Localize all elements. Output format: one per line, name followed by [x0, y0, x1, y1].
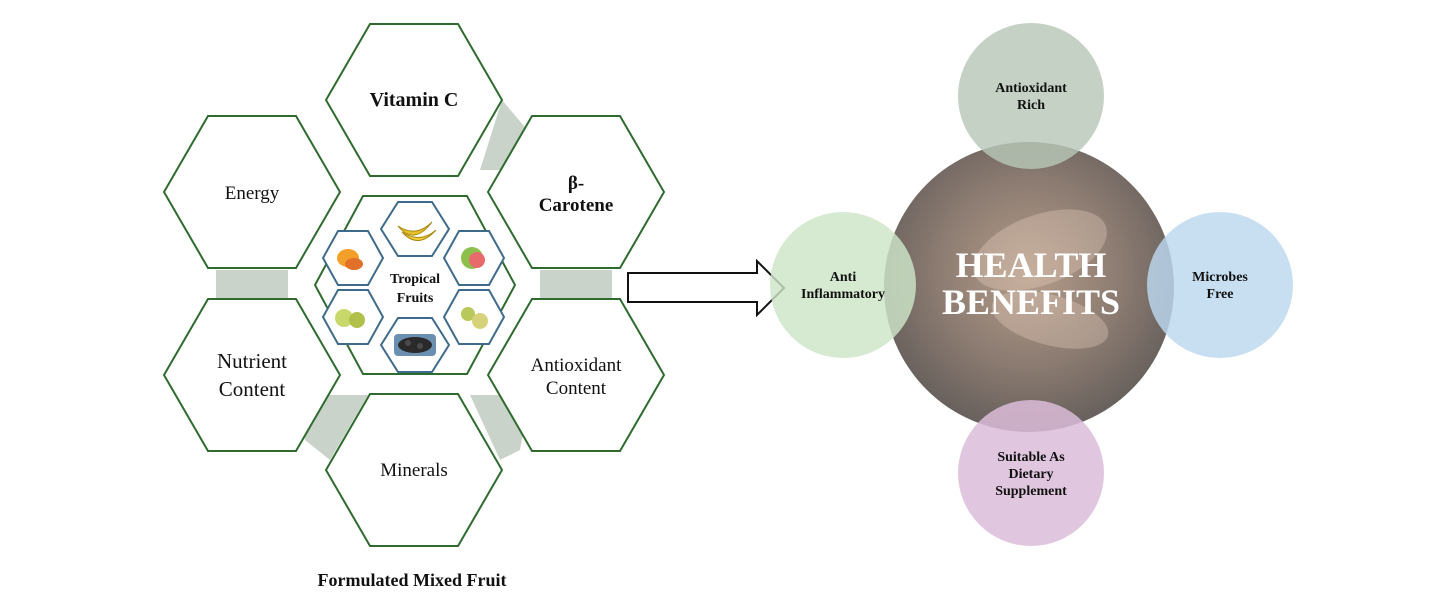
- label-nutrient-line1: Nutrient: [217, 349, 287, 373]
- satellite-dietary-supplement: [958, 400, 1104, 546]
- hex-labels: Vitamin C β- Carotene Antioxidant Conten…: [217, 89, 622, 481]
- hexagon-nutrient-content: [162, 298, 342, 452]
- health-label-line1: HEALTH: [956, 245, 1107, 285]
- caption: Formulated Mixed Fruit: [318, 570, 507, 590]
- antioxidant-rich-line2: Rich: [1017, 98, 1045, 113]
- dietary-supplement-line2: Dietary: [1008, 467, 1053, 482]
- tropical-fruits-label-line2: Fruits: [397, 291, 434, 306]
- label-beta-line1: β-: [568, 173, 584, 194]
- jamun-icon: [394, 334, 436, 356]
- hexagon-ring: [162, 23, 666, 547]
- connector-energy-nutrient: [216, 270, 288, 300]
- mini-hex-top: [379, 201, 451, 257]
- dietary-supplement-line1: Suitable As: [997, 450, 1065, 465]
- banana-icon: [397, 221, 437, 241]
- tropical-fruits-label-line1: Tropical: [390, 272, 440, 287]
- mango-icon: [337, 249, 363, 270]
- microbes-free-line1: Microbes: [1192, 270, 1248, 285]
- amla-icon: [461, 307, 488, 329]
- label-minerals: Minerals: [380, 460, 448, 481]
- hexagon-vitamin-c: [324, 23, 504, 177]
- label-energy: Energy: [225, 183, 280, 204]
- satellite-anti-inflammatory: [770, 212, 916, 358]
- health-benefits-cluster: HEALTH BENEFITS Antioxidant Rich Microbe…: [770, 23, 1293, 546]
- hexagon-minerals: [324, 393, 504, 547]
- hexagon-antioxidant-content: [486, 298, 666, 452]
- microbes-free-line2: Free: [1207, 287, 1234, 302]
- health-benefits-circle: [884, 142, 1174, 432]
- anti-inflammatory-line2: Inflammatory: [801, 287, 885, 302]
- arrow-icon: [627, 258, 786, 318]
- dietary-supplement-line3: Supplement: [995, 484, 1067, 499]
- hexagon-energy: [162, 115, 342, 269]
- anti-inflammatory-line1: Anti: [830, 270, 857, 285]
- antioxidant-rich-line1: Antioxidant: [995, 81, 1067, 96]
- label-antioxidant-line1: Antioxidant: [531, 355, 622, 376]
- amla-slices-icon: [335, 309, 365, 328]
- health-label-line2: BENEFITS: [942, 282, 1120, 322]
- hexagon-beta-carotene: [486, 115, 666, 269]
- label-nutrient-line2: Content: [219, 377, 286, 401]
- hands-silhouette: [973, 209, 1109, 349]
- guava-icon: [461, 247, 485, 269]
- satellite-microbes-free: [1147, 212, 1293, 358]
- satellite-antioxidant-rich: [958, 23, 1104, 169]
- label-vitamin-c: Vitamin C: [370, 89, 459, 111]
- connector-beta-antioxidant: [540, 270, 612, 300]
- label-antioxidant-line2: Content: [546, 378, 607, 399]
- label-beta-line2: Carotene: [539, 195, 614, 216]
- center-hexagon-group: Tropical Fruits: [313, 195, 517, 375]
